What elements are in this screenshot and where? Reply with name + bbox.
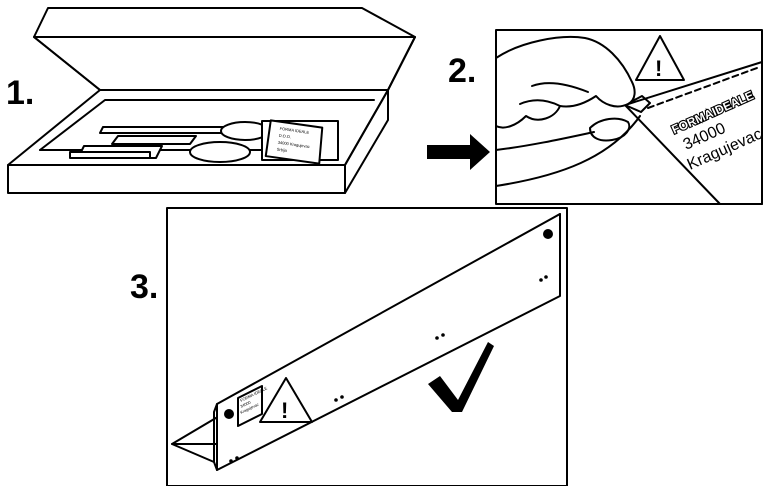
step-1-label: 1. <box>6 74 34 112</box>
svg-text:FORMA IDEALE: FORMA IDEALE <box>279 126 309 135</box>
svg-text:34000 Kragujevac: 34000 Kragujevac <box>277 140 310 149</box>
svg-text:34000: 34000 <box>239 399 252 409</box>
svg-text:D.O.O.: D.O.O. <box>278 133 291 140</box>
step-2-peel-label-panel: FORMAIDEALE 34000 Kragujevac ! <box>495 29 765 205</box>
checkmark-icon <box>428 342 494 412</box>
warning-triangle-icon: ! <box>635 35 685 81</box>
step-1-open-box: FORMA IDEALE D.O.O. 34000 Kragujevac Srb… <box>7 7 416 194</box>
svg-text:Srbija: Srbija <box>276 147 288 153</box>
warning-mark-step-3: ! <box>281 398 288 423</box>
arrow-right-icon <box>427 134 490 170</box>
warning-triangle-icon-step-3: ! <box>259 377 313 423</box>
step-3-panel: FORMA IDEALE 34000 Kragujevac ! <box>166 207 568 486</box>
warning-mark: ! <box>655 56 662 81</box>
step-3-label: 3. <box>130 268 158 306</box>
step-2-label: 2. <box>448 52 476 90</box>
